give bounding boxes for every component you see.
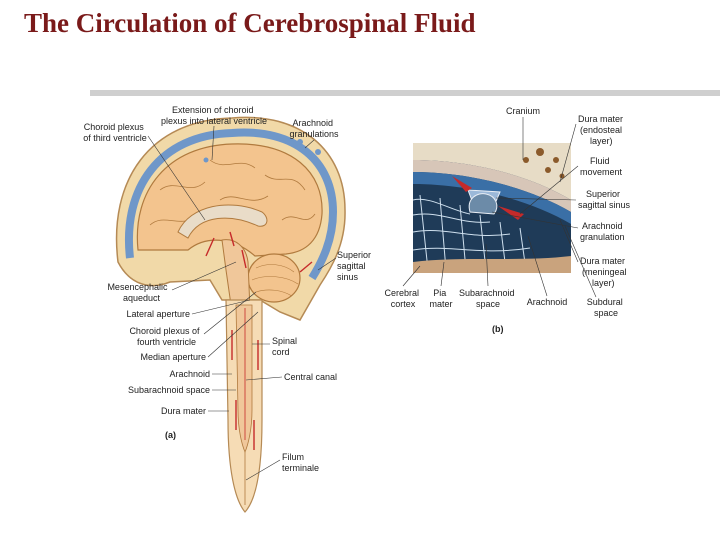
label-arachnoid-granulations: Arachnoid granulations	[289, 118, 339, 139]
label-subarachnoid-a: Subarachnoid space	[128, 385, 210, 395]
label-arachnoid-granulation-b: Arachnoid granulation	[580, 221, 625, 242]
panel-b-labels: Cranium Dura mater (endosteal layer) Flu…	[384, 106, 630, 334]
subarachnoid-layer	[125, 128, 338, 281]
label-dura-a: Dura mater	[161, 406, 206, 416]
label-extension-choroid: Extension of choroid plexus into lateral…	[161, 105, 267, 126]
label-filum-terminale: Filum terminale	[282, 452, 319, 473]
panel-b-illustration	[413, 143, 571, 273]
label-fluid-movement: Fluid movement	[580, 156, 623, 177]
arachnoid-granulation-marks	[203, 139, 321, 163]
page-title: The Circulation of Cerebrospinal Fluid	[24, 8, 476, 38]
dura-meningeal-band	[413, 172, 571, 224]
label-subarachnoid-b: Subarachnoid space	[459, 288, 517, 309]
spinal-cord	[235, 304, 253, 454]
cerebellum-folia	[251, 264, 299, 297]
cerebral-cortex	[413, 256, 571, 273]
label-mesencephalic-aqueduct: Mesencephalic aqueduct	[107, 282, 170, 303]
cranium-band	[413, 143, 571, 200]
csf-flow-arrows	[205, 231, 313, 450]
cerebellum	[247, 253, 301, 303]
panel-a-tag: (a)	[165, 430, 176, 440]
label-superior-sinus-a: Superior sagittal sinus	[337, 250, 374, 282]
title-divider	[90, 90, 720, 96]
granulation-bulb	[468, 193, 498, 215]
bone-texture	[523, 148, 565, 179]
label-cerebral-cortex: Cerebral cortex	[384, 288, 421, 309]
panel-a-illustration	[115, 116, 346, 513]
label-superior-sinus-b: Superior sagittal sinus	[578, 189, 631, 210]
label-central-canal: Central canal	[284, 372, 337, 382]
label-choroid-fourth: Choroid plexus of fourth ventricle	[129, 326, 202, 347]
label-dura-endosteal: Dura mater (endosteal layer)	[578, 114, 626, 146]
label-subdural-space: Subdural space	[587, 297, 626, 318]
label-arachnoid-b: Arachnoid	[527, 297, 568, 307]
label-pia-mater: Pia mater	[429, 288, 452, 309]
label-cranium: Cranium	[506, 106, 540, 116]
label-spinal-cord: Spinal cord	[272, 336, 300, 357]
panel-b-tag: (b)	[492, 324, 504, 334]
panel-a-labels: Extension of choroid plexus into lateral…	[83, 105, 374, 481]
dura-endosteal-band	[413, 160, 571, 212]
label-dura-meningeal: Dura mater (meningeal layer)	[580, 256, 629, 288]
label-arachnoid-a: Arachnoid	[169, 369, 210, 379]
label-lateral-aperture: Lateral aperture	[126, 309, 190, 319]
label-median-aperture: Median aperture	[140, 352, 206, 362]
label-choroid-third: Choroid plexus of third ventricle	[83, 122, 147, 143]
